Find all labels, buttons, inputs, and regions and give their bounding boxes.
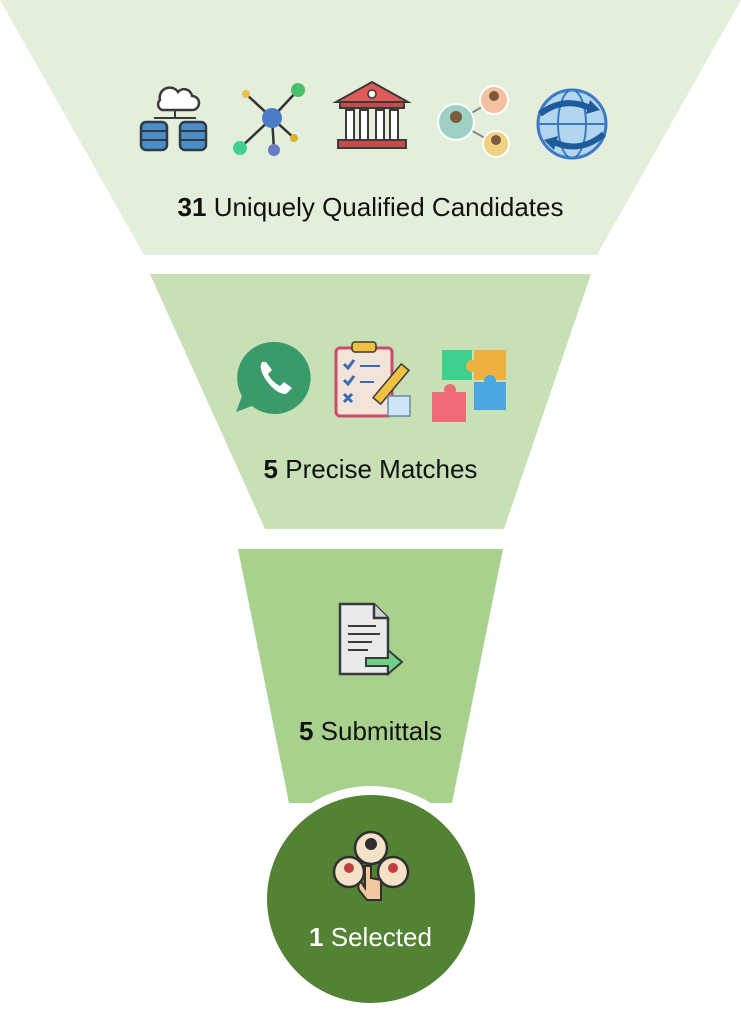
people-connections-icon — [437, 85, 510, 158]
stage-1-text: Uniquely Qualified Candidates — [213, 192, 564, 222]
clipboard-checklist-icon — [334, 341, 411, 418]
network-hub-icon — [233, 83, 305, 156]
stage-2-text: Precise Matches — [285, 454, 478, 484]
stage-2-count: 5 — [263, 454, 279, 484]
stage-3-label: 5 Submittals — [0, 716, 741, 747]
candidate-select-icon — [332, 830, 410, 901]
document-send-icon — [338, 602, 404, 677]
stage-4-text: Selected — [330, 922, 432, 952]
stage-4-label: 1 Selected — [0, 922, 741, 953]
stage-3-text: Submittals — [320, 716, 443, 746]
stage-3-count: 5 — [298, 716, 314, 746]
whatsapp-phone-icon — [236, 341, 311, 414]
stage-4-count: 1 — [309, 922, 324, 952]
puzzle-icon — [432, 350, 506, 422]
stage-1-count: 31 — [177, 192, 207, 222]
stage-2-label: 5 Precise Matches — [0, 454, 741, 485]
funnel-stage-3-band — [238, 549, 503, 803]
stage-1-label: 31 Uniquely Qualified Candidates — [0, 192, 741, 223]
bank-building-icon — [332, 80, 412, 149]
cloud-database-icon — [139, 86, 208, 152]
funnel-stage-1-band — [0, 0, 741, 255]
globe-sync-icon — [536, 88, 608, 160]
